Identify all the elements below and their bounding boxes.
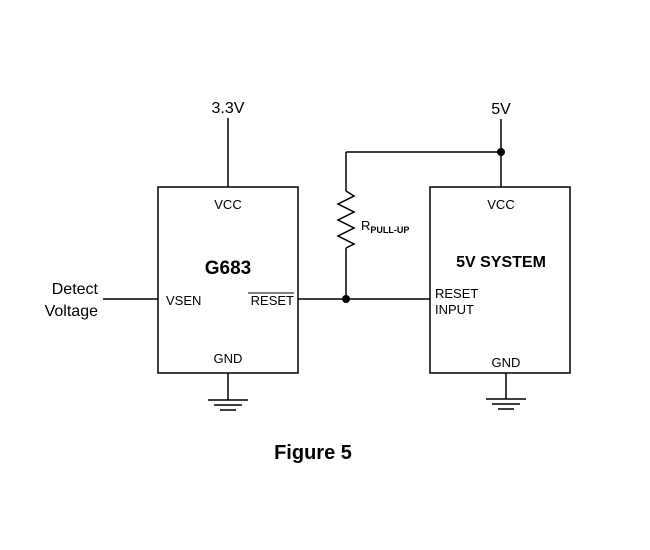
system-gnd-label: GND xyxy=(492,355,521,370)
supply-3v3-label: 3.3V xyxy=(212,100,245,117)
system-5v-body xyxy=(429,186,571,374)
resistor-label-sub: PULL-UP xyxy=(370,225,409,235)
system-reset-label-2: INPUT xyxy=(435,302,474,317)
g683-gnd-label: GND xyxy=(214,351,243,366)
system-5v-block: VCC 5V SYSTEM RESET INPUT GND xyxy=(429,186,571,374)
g683-vcc-label: VCC xyxy=(214,197,241,212)
g683-body xyxy=(157,186,299,374)
ground-system-icon xyxy=(486,373,526,410)
system-reset-label-1: RESET xyxy=(435,286,478,301)
resistor-symbol xyxy=(336,190,356,249)
supply-5v-label: 5V xyxy=(491,101,511,118)
junction-reset xyxy=(342,295,350,303)
resistor-label-main: R xyxy=(361,218,370,233)
system-name: 5V SYSTEM xyxy=(456,254,546,271)
g683-chip: VCC G683 VSEN RESET GND xyxy=(157,186,299,374)
g683-vsen-label: VSEN xyxy=(166,293,201,308)
g683-reset-label: RESET xyxy=(251,293,294,308)
figure-caption: Figure 5 xyxy=(274,442,352,464)
detect-label-2: Voltage xyxy=(45,303,98,320)
detect-label-1: Detect xyxy=(52,281,99,298)
g683-name: G683 xyxy=(205,258,251,279)
resistor-label: RPULL-UP xyxy=(361,218,409,235)
system-vcc-label: VCC xyxy=(487,197,514,212)
ground-g683-icon xyxy=(208,373,248,411)
